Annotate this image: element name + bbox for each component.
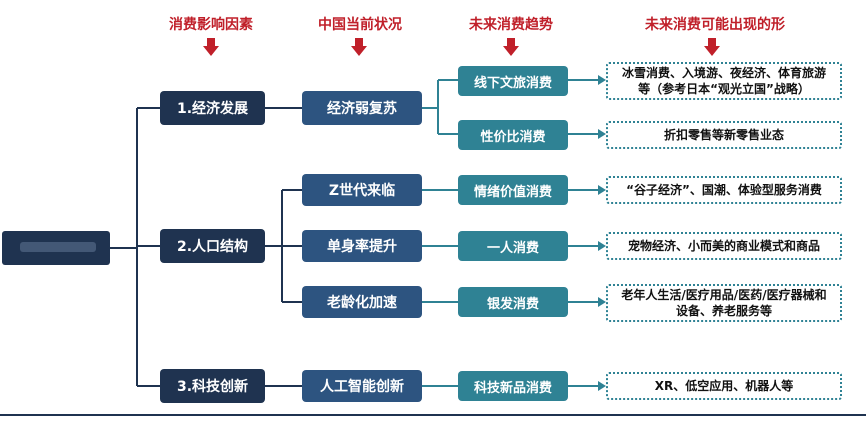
trend-single-person: 一人消费 (458, 231, 568, 261)
form-guzi-economy: “谷子经济”、国潮、体验型服务消费 (606, 176, 842, 204)
condition-gen-z: Z世代来临 (302, 174, 422, 206)
header-influence-factors: 消费影响因素 (169, 17, 253, 33)
form-line: XR、低空应用、机器人等 (654, 379, 794, 393)
trend-offline-culture-tourism: 线下文旅消费 (458, 66, 568, 96)
form-tourism-ice-snow: 冰雪消费、入境游、夜经济、体育旅游 等（参考日本“观光立国”战略） (606, 62, 842, 100)
condition-single-rate: 单身率提升 (302, 230, 422, 262)
form-xr-robotics: XR、低空应用、机器人等 (606, 372, 842, 400)
header-future-forms: 未来消费可能出现的形 (645, 17, 785, 33)
form-elderly-care: 老年人生活/医疗用品/医药/医疗器械和 设备、养老服务等 (606, 284, 842, 322)
form-line: 宠物经济、小而美的商业模式和商品 (627, 239, 820, 253)
header-future-trends: 未来消费趋势 (469, 17, 553, 33)
form-line: “谷子经济”、国潮、体验型服务消费 (626, 183, 822, 197)
bottom-divider (0, 414, 866, 416)
factor-population-structure: 2.人口结构 (160, 229, 265, 263)
form-discount-retail: 折扣零售等新零售业态 (606, 121, 842, 149)
condition-ai-innovation: 人工智能创新 (302, 370, 422, 402)
condition-aging: 老龄化加速 (302, 286, 422, 318)
arrow-down-icon (503, 38, 519, 56)
trend-silver-economy: 银发消费 (458, 287, 568, 317)
form-line: 等（参考日本“观光立国”战略） (638, 82, 810, 96)
trend-tech-products: 科技新品消费 (458, 371, 568, 401)
trend-value-for-money: 性价比消费 (458, 120, 568, 150)
arrow-down-icon (704, 38, 720, 56)
arrow-down-icon (203, 38, 219, 56)
form-line: 设备、养老服务等 (675, 304, 772, 318)
root-node (2, 231, 110, 265)
condition-weak-recovery: 经济弱复苏 (302, 91, 422, 125)
root-node-blurred-label (20, 242, 96, 252)
form-line: 冰雪消费、入境游、夜经济、体育旅游 (621, 66, 826, 80)
arrow-down-icon (351, 38, 367, 56)
form-pet-economy: 宠物经济、小而美的商业模式和商品 (606, 232, 842, 260)
form-line: 折扣零售等新零售业态 (663, 128, 784, 142)
form-line: 老年人生活/医疗用品/医药/医疗器械和 (621, 288, 827, 302)
header-current-status: 中国当前状况 (318, 17, 402, 33)
factor-tech-innovation: 3.科技创新 (160, 369, 265, 403)
factor-economic-development: 1.经济发展 (160, 91, 265, 125)
trend-emotional-value: 情绪价值消费 (458, 175, 568, 205)
